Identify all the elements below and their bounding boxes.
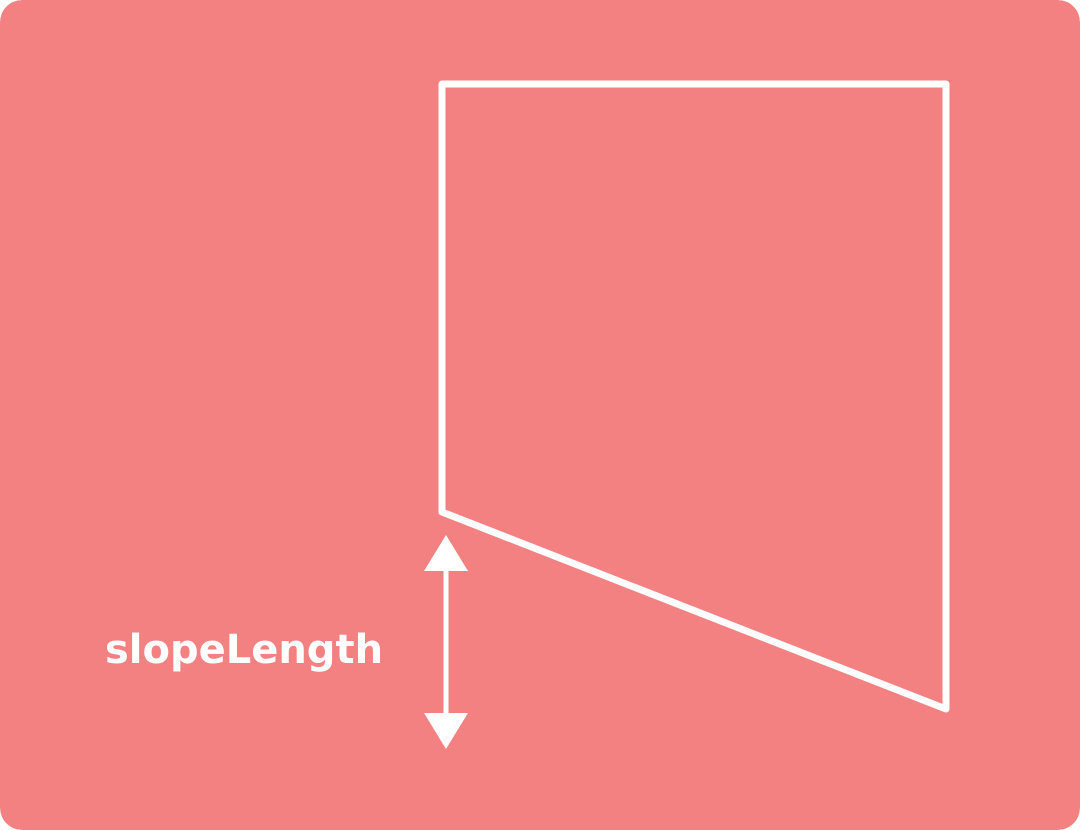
arrow-up-icon: [424, 535, 468, 571]
sloped-shape-outline: [438, 80, 950, 713]
arrow-down-icon: [424, 713, 468, 749]
slope-length-arrow: [424, 535, 468, 749]
slope-length-label: slopeLength: [105, 627, 383, 673]
